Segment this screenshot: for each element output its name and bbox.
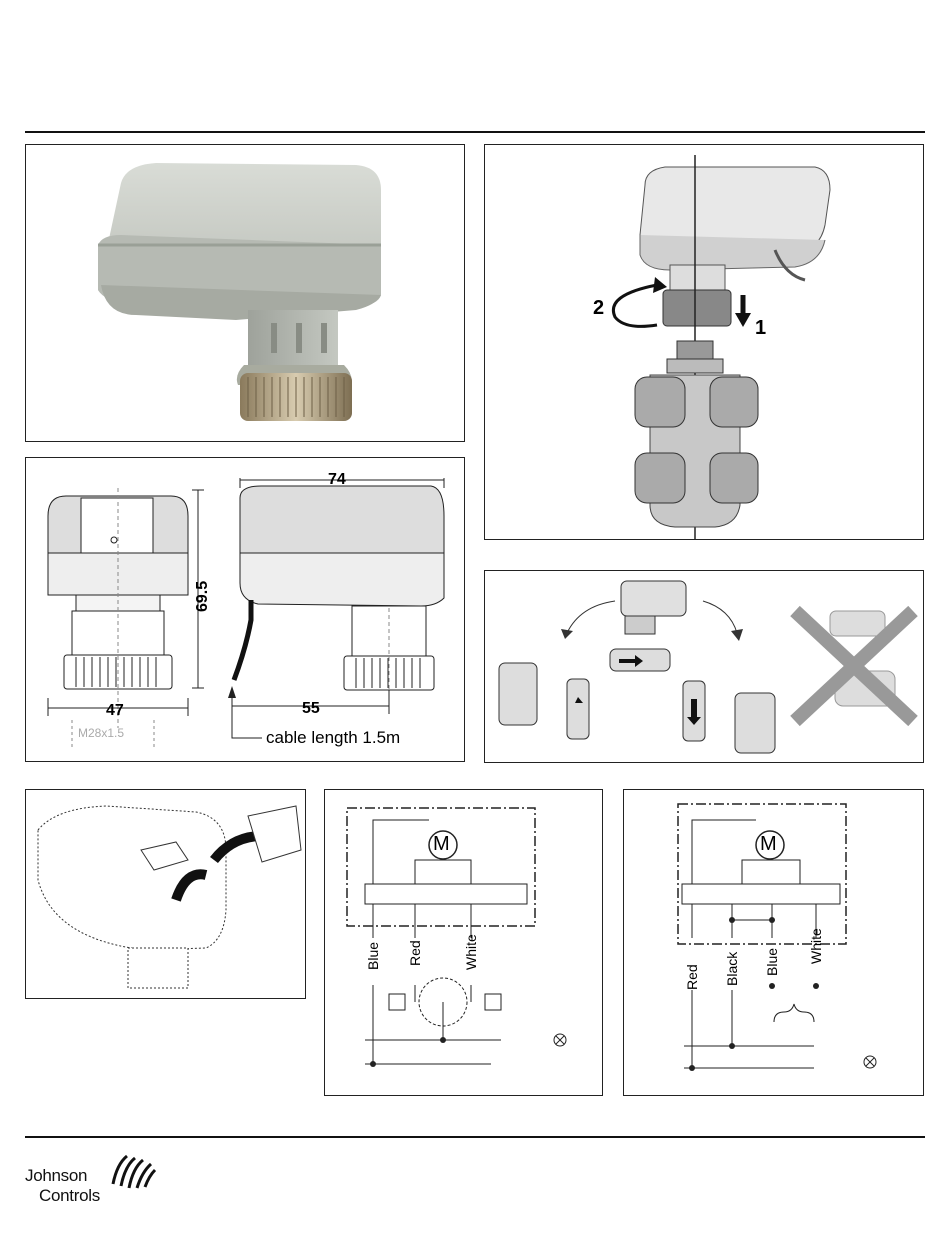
wire-black-right: Black	[724, 952, 740, 986]
wire-white-left: White	[463, 934, 479, 970]
clip-illustration	[26, 790, 306, 999]
cable-length-label: cable length 1.5m	[266, 728, 400, 748]
height-dimension: 69.5	[194, 581, 212, 612]
logo-line1: Johnson	[25, 1166, 87, 1185]
motor-label-left: M	[433, 833, 450, 856]
footer-rule	[25, 1136, 925, 1138]
step-2-label: 2	[593, 297, 604, 320]
wire-red-left: Red	[407, 940, 423, 966]
wire-white-right: White	[808, 928, 824, 964]
spacing-dimension: 55	[302, 700, 320, 718]
product-photo-panel	[25, 144, 465, 442]
clip-panel	[25, 789, 306, 999]
wire-blue-right: Blue	[764, 948, 780, 976]
dimension-drawing	[26, 458, 465, 762]
thread-size: M28x1.5	[78, 726, 124, 740]
orientation-illustration	[485, 571, 924, 763]
orientation-panel	[484, 570, 924, 763]
wire-blue-left: Blue	[365, 942, 381, 970]
actuator-photo	[26, 145, 465, 442]
wire-red-right: Red	[684, 964, 700, 990]
mounting-illustration	[485, 145, 924, 540]
logo-line2: Controls	[39, 1186, 100, 1205]
length-dimension: 74	[328, 471, 346, 489]
dimensions-panel: 69.5 47 M28x1.5 74 55 cable length 1.5m	[25, 457, 465, 762]
step-1-label: 1	[755, 317, 766, 340]
johnson-controls-logo: Johnson Controls	[25, 1152, 165, 1212]
wiring-panel-left: M Blue Red White	[324, 789, 603, 1096]
front-width-dimension: 47	[106, 702, 124, 720]
header-rule	[25, 131, 925, 133]
logo-mark-icon	[109, 1152, 159, 1192]
mounting-panel: 2 1	[484, 144, 924, 540]
wiring-panel-right: M Red Black Blue White	[623, 789, 924, 1096]
motor-label-right: M	[760, 833, 777, 856]
